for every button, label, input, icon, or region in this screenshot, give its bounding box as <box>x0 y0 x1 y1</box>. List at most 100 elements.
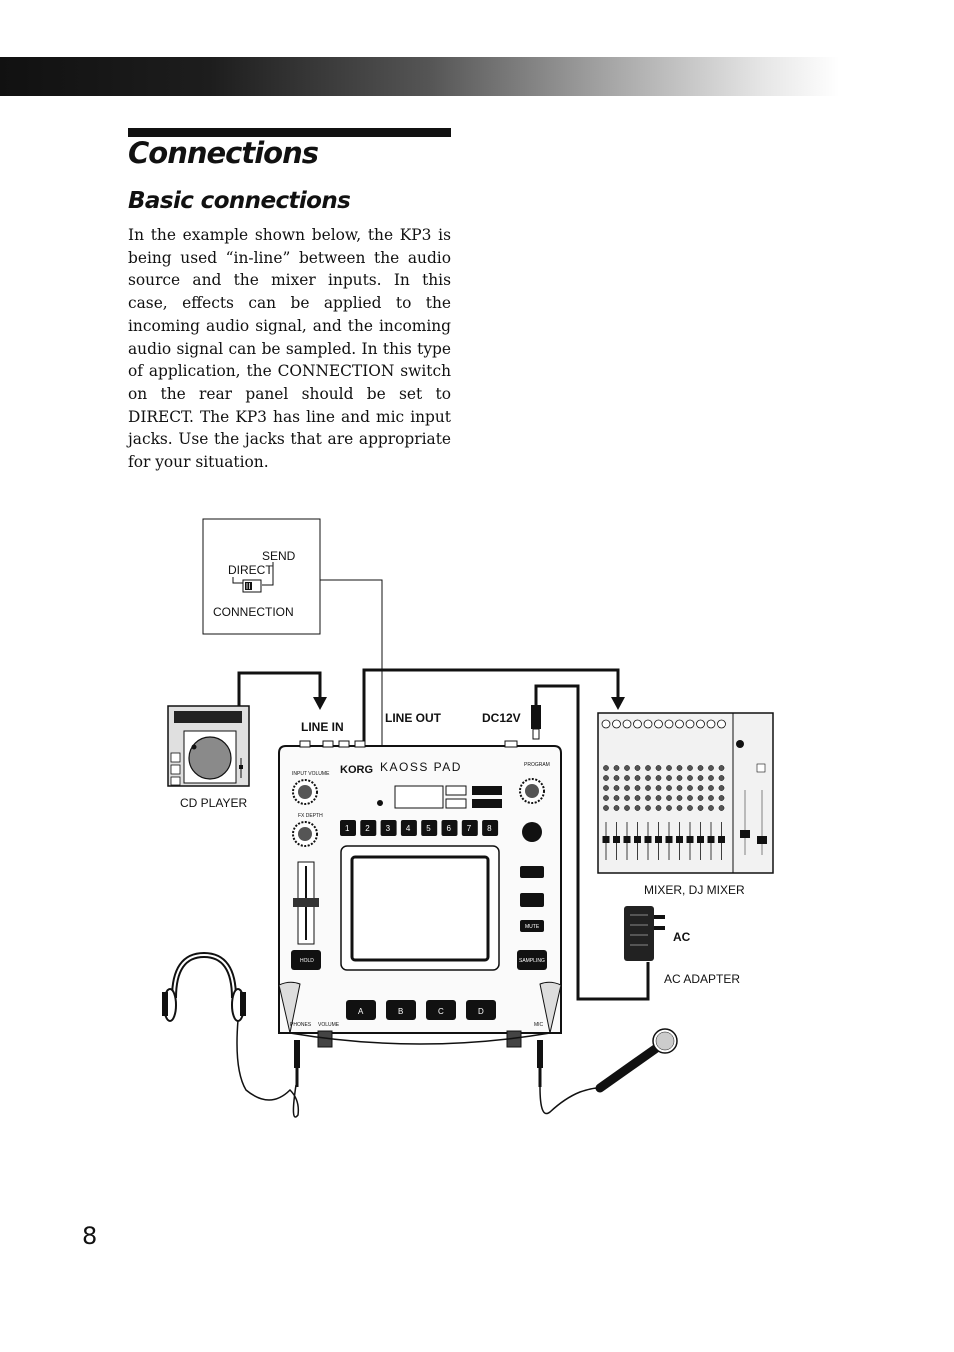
pad-button-label: D <box>478 1007 484 1016</box>
mixer-knob <box>676 785 683 791</box>
mixer-knob <box>687 775 693 781</box>
ac-adapter <box>624 906 665 961</box>
mute-text: MUTE <box>525 924 540 930</box>
mixer-fader-cap <box>697 836 704 843</box>
mixer-knob <box>634 775 641 781</box>
mixer-input-jack <box>643 719 653 729</box>
mixer-knob <box>687 765 693 771</box>
body-paragraph: In the example shown below, the KP3 is b… <box>128 226 451 472</box>
memory-button-1[interactable] <box>340 820 356 836</box>
mixer-knob <box>676 805 683 811</box>
mixer-knob <box>613 775 620 781</box>
memory-button-label: 3 <box>386 824 391 833</box>
mixer-knob <box>655 775 662 781</box>
mixer-knob <box>624 775 630 781</box>
pad-button-d[interactable] <box>466 1000 496 1020</box>
mixer-knob <box>645 765 651 771</box>
switch-send-label: SEND <box>262 549 296 563</box>
pad-button-a[interactable] <box>346 1000 376 1020</box>
mixer-knob <box>708 795 714 801</box>
mixer-knob <box>613 805 620 811</box>
title-rule <box>128 128 451 137</box>
mixer-fader-cap <box>707 836 715 843</box>
memory-button-label: 5 <box>426 824 431 833</box>
mixer-knob <box>603 765 609 771</box>
dc12v-label: DC12V <box>482 711 521 725</box>
mixer-knob <box>624 805 630 811</box>
mixer <box>597 712 774 874</box>
mixer-input-jack <box>696 719 705 729</box>
mixer-fader-cap <box>686 836 694 843</box>
mixer-knob <box>697 785 704 791</box>
mixer-input-jack <box>685 719 695 729</box>
mixer-knob <box>655 785 662 791</box>
mixer-knob <box>666 785 672 791</box>
mixer-knob <box>708 765 714 771</box>
sampling-button[interactable] <box>517 950 547 970</box>
mixer-knob <box>676 775 683 781</box>
mixer-knob <box>645 775 651 781</box>
mic-text: MIC <box>534 1022 544 1028</box>
section-heading: Basic connections <box>128 188 351 214</box>
mixer-knob <box>697 765 704 771</box>
mixer-knob <box>634 795 641 801</box>
pad-button-label: C <box>438 1007 444 1016</box>
memory-button-8[interactable] <box>482 820 499 836</box>
mute-button[interactable] <box>520 920 544 932</box>
mixer-input-jack <box>622 719 632 729</box>
memory-button-7[interactable] <box>461 820 478 836</box>
pad-button-label: B <box>398 1007 403 1016</box>
mixer-knob <box>603 775 609 781</box>
mixer-knob <box>718 795 725 801</box>
mixer-knob <box>687 785 693 791</box>
mixer-knob <box>676 765 683 771</box>
pad-button-c[interactable] <box>426 1000 456 1020</box>
headphones <box>162 951 246 1022</box>
mixer-knob <box>645 785 651 791</box>
switch-slider <box>245 582 252 590</box>
mixer-knob <box>603 795 609 801</box>
memory-button-3[interactable] <box>380 820 397 836</box>
connection-switch-inset: SEND DIRECT CONNECTION <box>202 518 321 635</box>
mixer-knob <box>603 785 609 791</box>
volume-text: VOLUME <box>318 1022 340 1028</box>
mixer-knob <box>624 765 630 771</box>
memory-button-label: 2 <box>365 824 370 833</box>
mixer-fader-cap <box>602 836 610 843</box>
memory-button-label: 1 <box>345 824 350 833</box>
memory-button-6[interactable] <box>441 820 458 836</box>
line-in-label: LINE IN <box>301 720 344 734</box>
mixer-input-jack <box>633 719 642 729</box>
mixer-knob <box>634 765 641 771</box>
ac-label: AC <box>673 930 691 944</box>
cd-player-label: CD PLAYER <box>180 796 247 810</box>
mixer-fader-cap <box>665 836 673 843</box>
switch-direct-label: DIRECT <box>228 563 273 577</box>
mixer-fader-cap <box>718 836 725 843</box>
pad-button-b[interactable] <box>386 1000 416 1020</box>
mixer-knob <box>624 785 630 791</box>
program-text: PROGRAM <box>524 762 550 768</box>
kaoss-pad-device: INPUT VOLUME FX DEPTH HOLD KORG KAOSS PA… <box>278 740 562 1048</box>
memory-button-2[interactable] <box>360 820 377 836</box>
kaoss-pad-name: KAOSS PAD <box>380 760 462 774</box>
mixer-knob <box>708 785 714 791</box>
mixer-fader-cap <box>623 836 631 843</box>
mixer-knob <box>613 795 620 801</box>
page-title: Connections <box>128 136 319 170</box>
memory-button-5[interactable] <box>421 820 438 836</box>
fx-depth-text: FX DEPTH <box>298 813 323 819</box>
memory-button-label: 4 <box>406 824 411 833</box>
memory-button-4[interactable] <box>400 820 417 836</box>
hold-button[interactable] <box>291 950 321 970</box>
memory-button-label: 8 <box>487 824 492 833</box>
line-out-label: LINE OUT <box>385 711 442 725</box>
mixer-knob <box>708 805 714 811</box>
ac-adapter-label: AC ADAPTER <box>664 972 740 986</box>
mixer-knob <box>634 805 641 811</box>
mixer-knob <box>645 795 651 801</box>
mixer-input-jack <box>706 719 716 729</box>
mixer-label: MIXER, DJ MIXER <box>644 883 745 897</box>
mixer-input-jack <box>612 719 621 729</box>
mixer-input-jack <box>654 719 663 729</box>
